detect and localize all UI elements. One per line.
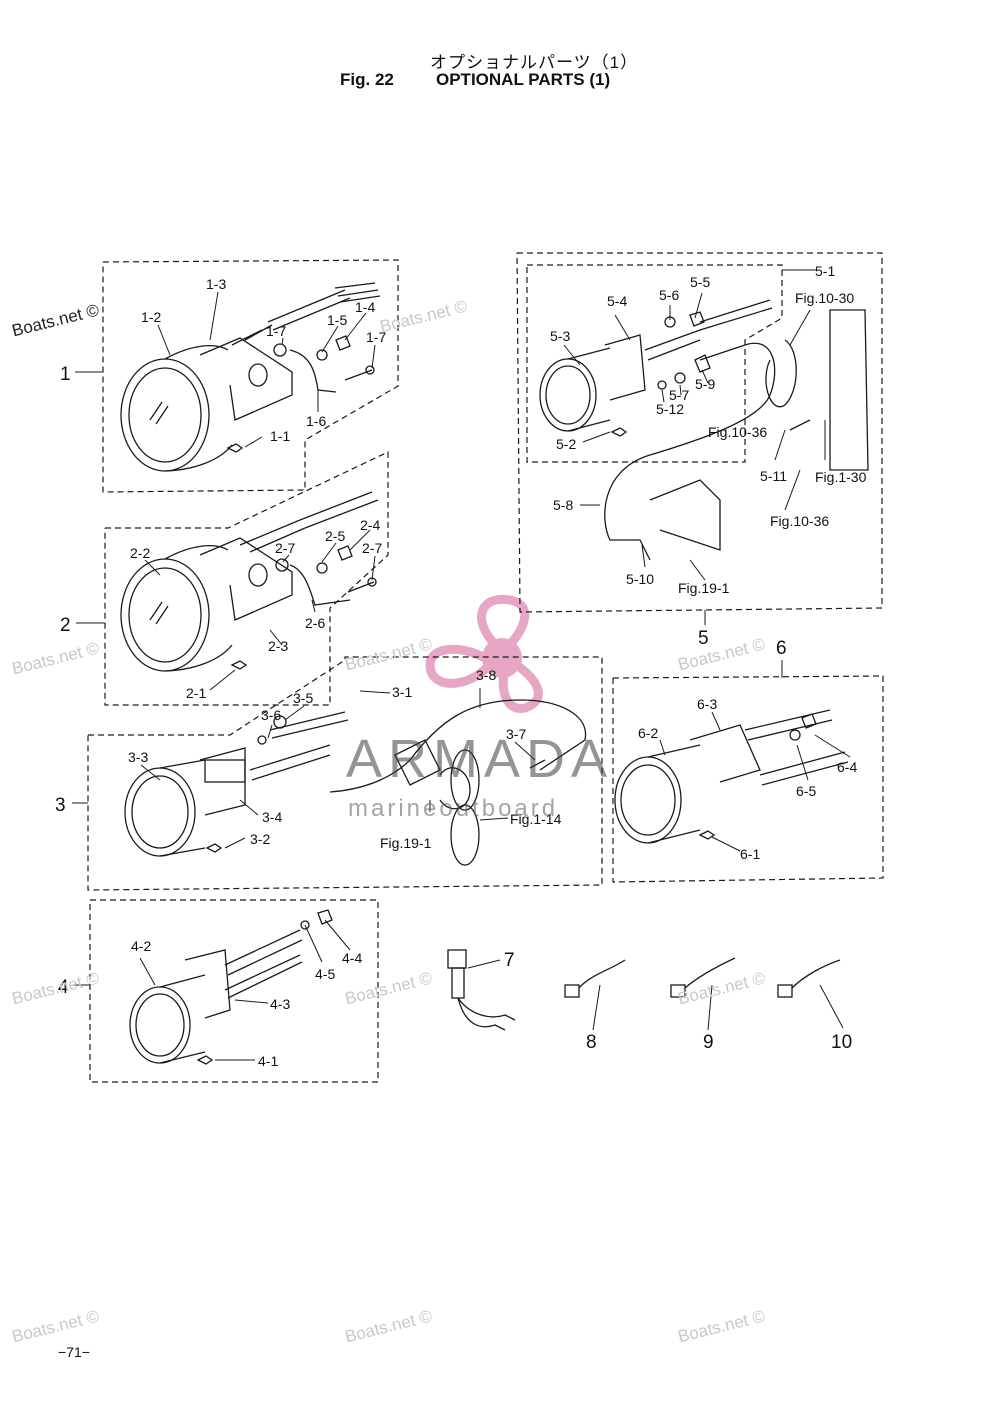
part-label: 2-5 bbox=[325, 528, 345, 544]
gauge-3-drawing bbox=[124, 699, 587, 866]
part-label: 1-6 bbox=[306, 413, 326, 429]
group-number-4: 4 bbox=[58, 977, 69, 998]
harness-10-drawing bbox=[777, 959, 841, 998]
part-label: 3-1 bbox=[392, 684, 412, 700]
tachometer-2-drawing bbox=[120, 491, 379, 672]
part-label: 1-7 bbox=[366, 329, 386, 345]
part-label: 1-3 bbox=[206, 276, 226, 292]
part-label: 1-2 bbox=[141, 309, 161, 325]
part-label: 5-4 bbox=[607, 293, 627, 309]
leader-lines bbox=[72, 269, 851, 1061]
part-label: 2-2 bbox=[130, 545, 150, 561]
page-number: −71− bbox=[58, 1344, 90, 1360]
group-number-7: 7 bbox=[504, 950, 515, 971]
part-label: 6-5 bbox=[796, 783, 816, 799]
part-label: 2-1 bbox=[186, 685, 206, 701]
armada-logo-icon bbox=[425, 594, 543, 713]
group-5-box bbox=[516, 252, 883, 613]
part-label: 5-10 bbox=[626, 571, 654, 587]
part-label: 2-6 bbox=[305, 615, 325, 631]
gauge-5-drawing bbox=[539, 299, 869, 561]
group-number-5: 5 bbox=[698, 628, 709, 649]
part-label: Fig.10-30 bbox=[795, 290, 854, 306]
part-label: Fig.19-1 bbox=[380, 835, 432, 851]
part-label: Fig.10-36 bbox=[708, 424, 767, 440]
tachometer-1-drawing bbox=[120, 282, 381, 472]
part-label: Fig.1-30 bbox=[815, 469, 867, 485]
group-3-box bbox=[87, 656, 603, 891]
watermark-brand-sub: marineoutboard bbox=[348, 795, 559, 822]
part-label: 2-7 bbox=[275, 540, 295, 556]
figure-title-japanese: オプショナルパーツ（1） bbox=[430, 53, 639, 72]
group-6-box bbox=[612, 675, 884, 883]
part-label: 3-5 bbox=[293, 690, 313, 706]
part-label: 6-4 bbox=[837, 759, 857, 775]
figure-number: Fig. 22 bbox=[340, 70, 394, 89]
group-number-1: 1 bbox=[60, 364, 71, 385]
part-label: 5-2 bbox=[556, 436, 576, 452]
part-label: 1-5 bbox=[327, 312, 347, 328]
part-label: 2-7 bbox=[362, 540, 382, 556]
part-label: 4-5 bbox=[315, 966, 335, 982]
group-2-box bbox=[104, 451, 389, 706]
part-label: 4-1 bbox=[258, 1053, 278, 1069]
group-1-box bbox=[102, 259, 399, 493]
part-label: 3-8 bbox=[476, 667, 496, 683]
part-label: 5-3 bbox=[550, 328, 570, 344]
group-5-1-box bbox=[526, 264, 783, 463]
part-label: 4-2 bbox=[131, 938, 151, 954]
group-numbers: 1 2 3 4 5 6 7 8 9 10 bbox=[55, 364, 852, 1053]
part-labels: 1-3 1-2 1-4 1-5 1-7 1-7 1-6 1-1 2-2 2-4 … bbox=[128, 263, 867, 1069]
part-label: 3-7 bbox=[506, 726, 526, 742]
part-label: 5-7 bbox=[669, 387, 689, 403]
part-label: Fig.10-36 bbox=[770, 513, 829, 529]
harness-7-drawing bbox=[447, 949, 516, 1031]
part-label: 6-2 bbox=[638, 725, 658, 741]
part-label: Fig.19-1 bbox=[678, 580, 730, 596]
figure-title: OPTIONAL PARTS (1) bbox=[436, 70, 611, 89]
group-4-box bbox=[89, 899, 379, 1083]
part-label: 5-11 bbox=[760, 468, 787, 484]
part-label: Fig.1-14 bbox=[510, 811, 562, 827]
group-boxes bbox=[87, 252, 884, 1083]
part-label: 3-4 bbox=[262, 809, 282, 825]
group-number-8: 8 bbox=[586, 1032, 597, 1053]
part-label: 5-1 bbox=[815, 263, 835, 279]
part-label: 3-3 bbox=[128, 749, 148, 765]
part-label: 4-3 bbox=[270, 996, 290, 1012]
part-label: 4-4 bbox=[342, 950, 362, 966]
group-number-10: 10 bbox=[831, 1032, 852, 1053]
group-number-3: 3 bbox=[55, 795, 66, 816]
part-label: 6-1 bbox=[740, 846, 760, 862]
part-label: 1-4 bbox=[355, 299, 375, 315]
gauge-4-drawing bbox=[129, 909, 333, 1065]
group-number-6: 6 bbox=[776, 638, 787, 659]
part-label: 5-5 bbox=[690, 274, 710, 290]
part-label: 1-1 bbox=[270, 428, 290, 444]
part-label: 5-9 bbox=[695, 376, 715, 392]
part-label: 5-8 bbox=[553, 497, 573, 513]
harness-8-drawing bbox=[564, 959, 626, 998]
part-label: 2-4 bbox=[360, 517, 380, 533]
part-label: 2-3 bbox=[268, 638, 288, 654]
part-label: 1-7 bbox=[266, 323, 286, 339]
part-label: 5-12 bbox=[656, 401, 684, 417]
part-label: 3-6 bbox=[261, 707, 281, 723]
part-label: 6-3 bbox=[697, 696, 717, 712]
group-number-2: 2 bbox=[60, 615, 71, 636]
group-number-9: 9 bbox=[703, 1032, 714, 1053]
watermark-brand: ARMADA bbox=[346, 729, 614, 789]
part-label: 3-2 bbox=[250, 831, 270, 847]
harness-9-drawing bbox=[670, 957, 736, 998]
part-label: 5-6 bbox=[659, 287, 679, 303]
